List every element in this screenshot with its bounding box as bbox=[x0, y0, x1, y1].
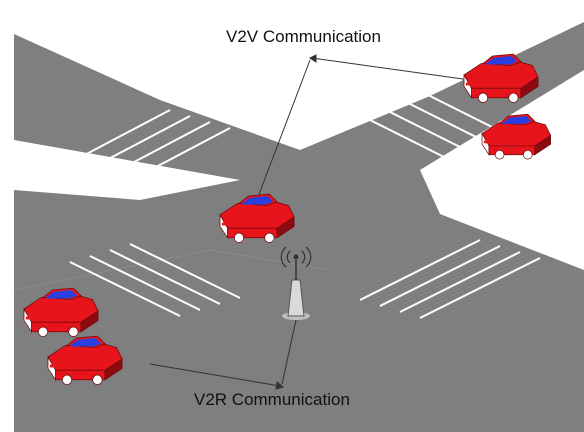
road-surface bbox=[14, 22, 584, 432]
v2r-links bbox=[149, 319, 297, 390]
crosswalk-left-top bbox=[59, 109, 231, 187]
v2r-label: V2R Communication bbox=[194, 390, 350, 409]
v2v-label: V2V Communication bbox=[226, 27, 381, 46]
v2v-links bbox=[257, 54, 471, 198]
antenna-icon bbox=[280, 246, 312, 268]
crosswalk-left-bottom bbox=[69, 243, 241, 317]
road-surface-lower bbox=[14, 250, 584, 432]
crosswalk-right-bottom bbox=[359, 239, 541, 319]
roadside-unit-icon bbox=[282, 254, 310, 320]
